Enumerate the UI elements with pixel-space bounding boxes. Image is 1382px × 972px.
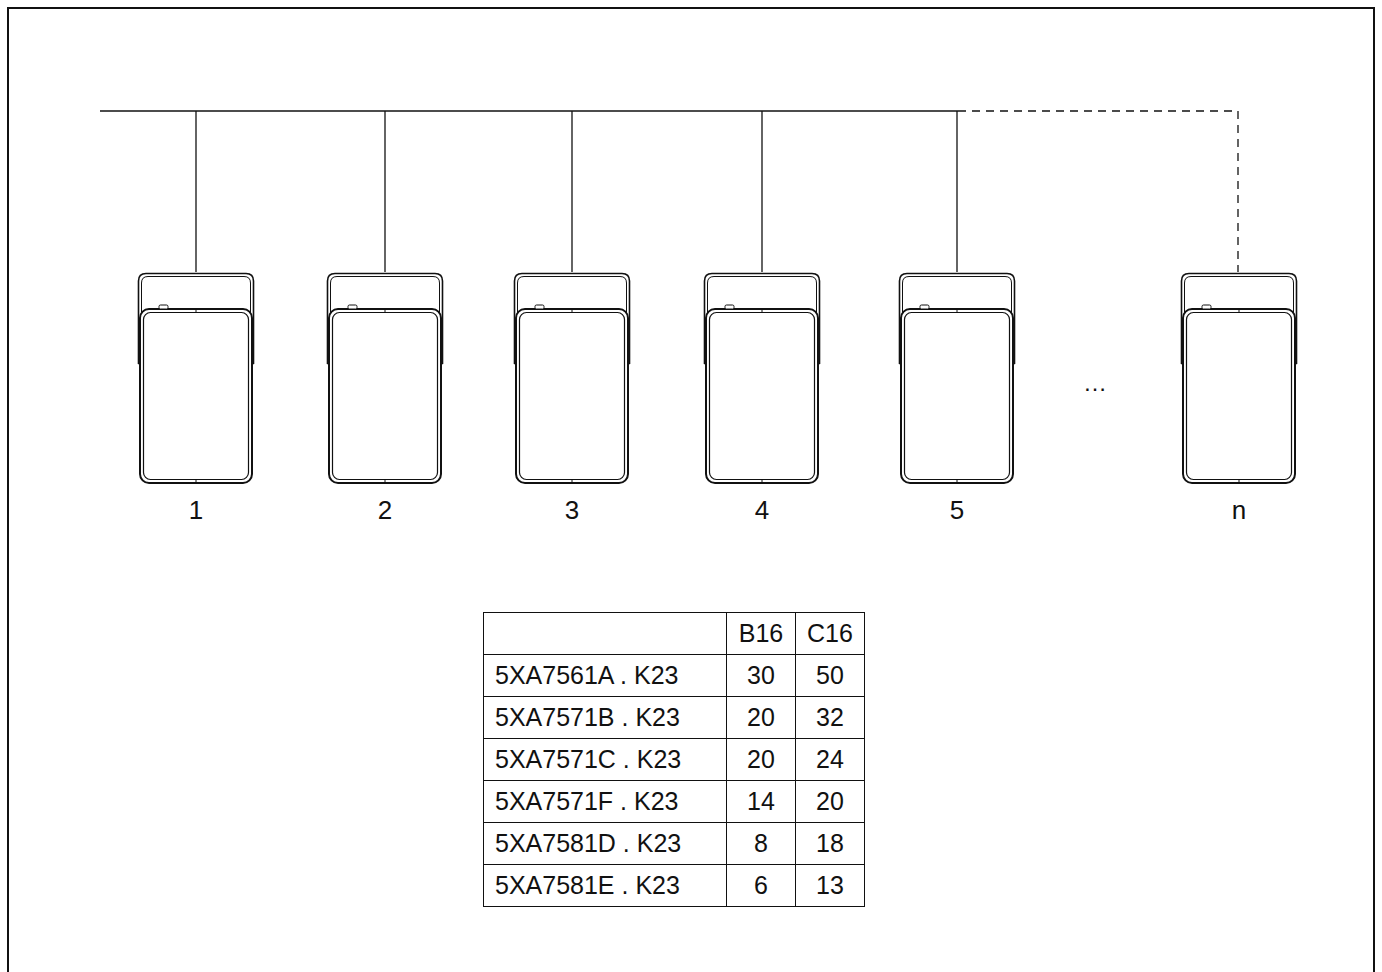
drop-line [195, 111, 196, 272]
table-cell: 5XA7581D . K23 [484, 823, 727, 865]
table-row: B16C16 [484, 613, 865, 655]
table-cell: 14 [727, 781, 796, 823]
callout-number: n [1180, 495, 1298, 525]
drop-line [761, 111, 762, 272]
table-cell: 6 [727, 865, 796, 907]
table-row: 5XA7571C . K232024 [484, 739, 865, 781]
table-cell: 32 [796, 697, 865, 739]
bus-line [100, 110, 958, 111]
luminaire: n [1180, 272, 1298, 532]
table-cell: 20 [727, 739, 796, 781]
table-cell [484, 613, 727, 655]
luminaire: 2 [326, 272, 444, 532]
drop-line [956, 111, 957, 272]
luminaire: 3 [513, 272, 631, 532]
luminaire-outline [703, 272, 821, 487]
callout-number: 1 [137, 495, 255, 525]
callout-number: 2 [326, 495, 444, 525]
bus-line-dashed [958, 111, 1238, 272]
callout-number: 4 [703, 495, 821, 525]
luminaire: 1 [137, 272, 255, 532]
luminaire-outline [326, 272, 444, 487]
table-cell: C16 [796, 613, 865, 655]
table-row: 5XA7571B . K232032 [484, 697, 865, 739]
table-cell: B16 [727, 613, 796, 655]
table-cell: 5XA7571B . K23 [484, 697, 727, 739]
table-row: 5XA7571F . K231420 [484, 781, 865, 823]
table-cell: 20 [727, 697, 796, 739]
table-cell: 5XA7581E . K23 [484, 865, 727, 907]
luminaire-outline [513, 272, 631, 487]
luminaire-outline [137, 272, 255, 487]
table-cell: 13 [796, 865, 865, 907]
table-row: 5XA7581D . K23818 [484, 823, 865, 865]
drop-line [384, 111, 385, 272]
table-cell: 30 [727, 655, 796, 697]
ellipsis: … [1060, 368, 1130, 398]
table-cell: 24 [796, 739, 865, 781]
callout-number: 5 [898, 495, 1016, 525]
table-cell: 18 [796, 823, 865, 865]
breaker-table: B16C165XA7561A . K2330505XA7571B . K2320… [483, 612, 865, 907]
table-row: 5XA7581E . K23613 [484, 865, 865, 907]
luminaire: 5 [898, 272, 1016, 532]
frame [8, 8, 1374, 972]
table-cell: 20 [796, 781, 865, 823]
table-cell: 5XA7571C . K23 [484, 739, 727, 781]
luminaire: 4 [703, 272, 821, 532]
luminaire-outline [1180, 272, 1298, 487]
table-cell: 5XA7561A . K23 [484, 655, 727, 697]
luminaire-outline [898, 272, 1016, 487]
table-cell: 5XA7571F . K23 [484, 781, 727, 823]
table-cell: 50 [796, 655, 865, 697]
callout-number: 3 [513, 495, 631, 525]
table-cell: 8 [727, 823, 796, 865]
drop-line [571, 111, 572, 272]
table-row: 5XA7561A . K233050 [484, 655, 865, 697]
